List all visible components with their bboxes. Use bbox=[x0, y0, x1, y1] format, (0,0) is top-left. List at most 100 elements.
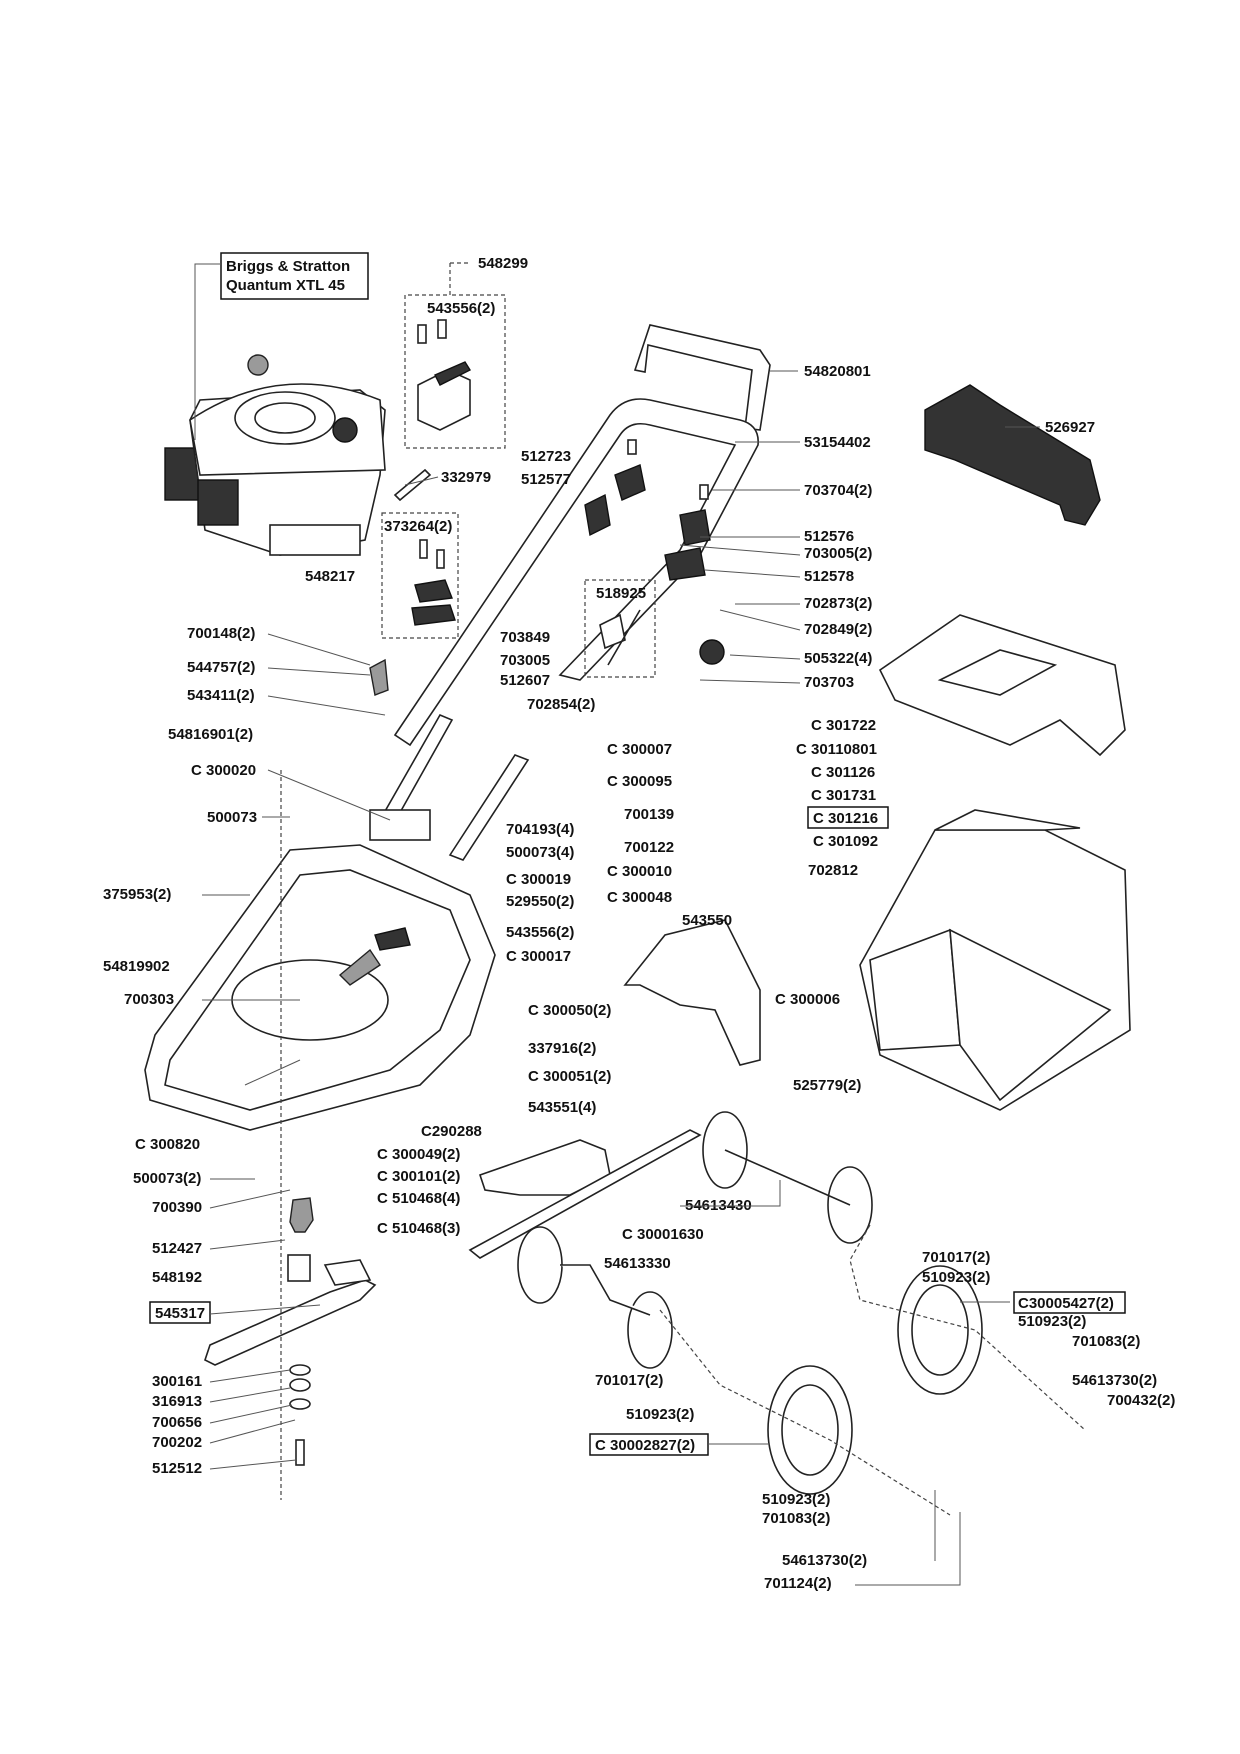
part-label: 332979 bbox=[441, 469, 491, 486]
part-label: 703704(2) bbox=[804, 482, 872, 499]
part-label: C 301216 bbox=[813, 810, 878, 827]
part-label: 703703 bbox=[804, 674, 854, 691]
part-label: C 300051(2) bbox=[528, 1068, 611, 1085]
part-label: C 510468(4) bbox=[377, 1190, 460, 1207]
part-label: 702849(2) bbox=[804, 621, 872, 638]
part-label: 543556(2) bbox=[427, 300, 495, 317]
part-label: 505322(4) bbox=[804, 650, 872, 667]
part-label: 500073(2) bbox=[133, 1170, 201, 1187]
engine-model-line1: Briggs & Stratton bbox=[226, 258, 350, 275]
part-label: C 510468(3) bbox=[377, 1220, 460, 1237]
part-label: 700303 bbox=[124, 991, 174, 1008]
leader-lines bbox=[202, 370, 1040, 1586]
assembly-axes bbox=[280, 770, 1086, 1516]
part-label: 500073(4) bbox=[506, 844, 574, 861]
part-label: 512577 bbox=[521, 471, 571, 488]
part-label: 702812 bbox=[808, 862, 858, 879]
part-label: 525779(2) bbox=[793, 1077, 861, 1094]
part-label: 543551(4) bbox=[528, 1099, 596, 1116]
throttle-assembly bbox=[393, 262, 506, 502]
grass-collector bbox=[859, 614, 1131, 1111]
part-label: 700390 bbox=[152, 1199, 202, 1216]
part-label: 548299 bbox=[478, 255, 528, 272]
part-label: 700432(2) bbox=[1107, 1392, 1175, 1409]
part-label: 54613730(2) bbox=[1072, 1372, 1157, 1389]
part-label: C 300050(2) bbox=[528, 1002, 611, 1019]
part-label: 300161 bbox=[152, 1373, 202, 1390]
upper-handle bbox=[393, 324, 771, 747]
part-label: 510923(2) bbox=[762, 1491, 830, 1508]
part-label: 373264(2) bbox=[384, 518, 452, 535]
part-label: C 300048 bbox=[607, 889, 672, 906]
part-label: 701124(2) bbox=[764, 1575, 832, 1592]
part-label: C 300010 bbox=[607, 863, 672, 880]
part-label: C 30002827(2) bbox=[595, 1437, 695, 1454]
part-label: 316913 bbox=[152, 1393, 202, 1410]
part-label: C 300006 bbox=[775, 991, 840, 1008]
part-label: 548192 bbox=[152, 1269, 202, 1286]
part-label: 548217 bbox=[305, 568, 355, 585]
part-label: 700122 bbox=[624, 839, 674, 856]
engine-illustration bbox=[164, 354, 386, 556]
part-label: 700202 bbox=[152, 1434, 202, 1451]
part-label: 703005 bbox=[500, 652, 550, 669]
rear-flap bbox=[623, 919, 761, 1066]
part-label: 526927 bbox=[1045, 419, 1095, 436]
part-label: 701083(2) bbox=[1072, 1333, 1140, 1350]
handle-fittings bbox=[584, 439, 725, 665]
part-label: 512578 bbox=[804, 568, 854, 585]
brake-cable-assembly bbox=[584, 579, 656, 678]
part-label: 512607 bbox=[500, 672, 550, 689]
part-label: C 301731 bbox=[811, 787, 876, 804]
part-label: 337916(2) bbox=[528, 1040, 596, 1057]
part-label: C 300020 bbox=[191, 762, 256, 779]
mower-deck bbox=[144, 809, 496, 1131]
part-label: 500073 bbox=[207, 809, 257, 826]
handle-clip bbox=[369, 658, 389, 696]
part-label: C 30001630 bbox=[622, 1226, 704, 1243]
part-label: 54820801 bbox=[804, 363, 871, 380]
height-adjust-bar bbox=[468, 1129, 702, 1259]
part-label: C 300101(2) bbox=[377, 1168, 460, 1185]
part-labels: 548299 543556(2) 54820801 526927 5315440… bbox=[103, 255, 1175, 1592]
part-label: 701083(2) bbox=[762, 1510, 830, 1527]
part-label: C 300095 bbox=[607, 773, 672, 790]
part-label: 702854(2) bbox=[527, 696, 595, 713]
part-label: 518925 bbox=[596, 585, 646, 602]
part-label: 510923(2) bbox=[1018, 1313, 1086, 1330]
part-label: C 300017 bbox=[506, 948, 571, 965]
part-label: 54816901(2) bbox=[168, 726, 253, 743]
part-label: 54819902 bbox=[103, 958, 170, 975]
part-label: C 300820 bbox=[135, 1136, 200, 1153]
part-label: C 301722 bbox=[811, 717, 876, 734]
part-label: C 300019 bbox=[506, 871, 571, 888]
boxed-label-frame bbox=[149, 1301, 211, 1324]
cable-bracket-assembly bbox=[381, 512, 459, 639]
part-label: C 301092 bbox=[813, 833, 878, 850]
part-label: 375953(2) bbox=[103, 886, 171, 903]
part-label: 700656 bbox=[152, 1414, 202, 1431]
part-label: 543411(2) bbox=[187, 687, 255, 704]
part-label: 54613330 bbox=[604, 1255, 671, 1272]
part-label: 543556(2) bbox=[506, 924, 574, 941]
grass-bag-handle bbox=[924, 384, 1101, 526]
rear-wheel bbox=[897, 1265, 983, 1395]
part-label: 701017(2) bbox=[922, 1249, 990, 1266]
part-label: 512576 bbox=[804, 528, 854, 545]
part-label: 529550(2) bbox=[506, 893, 574, 910]
part-label: C 300049(2) bbox=[377, 1146, 460, 1163]
part-label: 543550 bbox=[682, 912, 732, 929]
part-label: 702873(2) bbox=[804, 595, 872, 612]
part-label: 512512 bbox=[152, 1460, 202, 1477]
part-label: 512427 bbox=[152, 1240, 202, 1257]
part-label: 704193(4) bbox=[506, 821, 574, 838]
engine-model-line2: Quantum XTL 45 bbox=[226, 277, 345, 294]
part-label: 700139 bbox=[624, 806, 674, 823]
part-label: 701017(2) bbox=[595, 1372, 663, 1389]
part-label: 703005(2) bbox=[804, 545, 872, 562]
boxed-label-frame bbox=[1013, 1291, 1126, 1314]
part-label: 510923(2) bbox=[922, 1269, 990, 1286]
part-label: C 300007 bbox=[607, 741, 672, 758]
part-label: 544757(2) bbox=[187, 659, 255, 676]
